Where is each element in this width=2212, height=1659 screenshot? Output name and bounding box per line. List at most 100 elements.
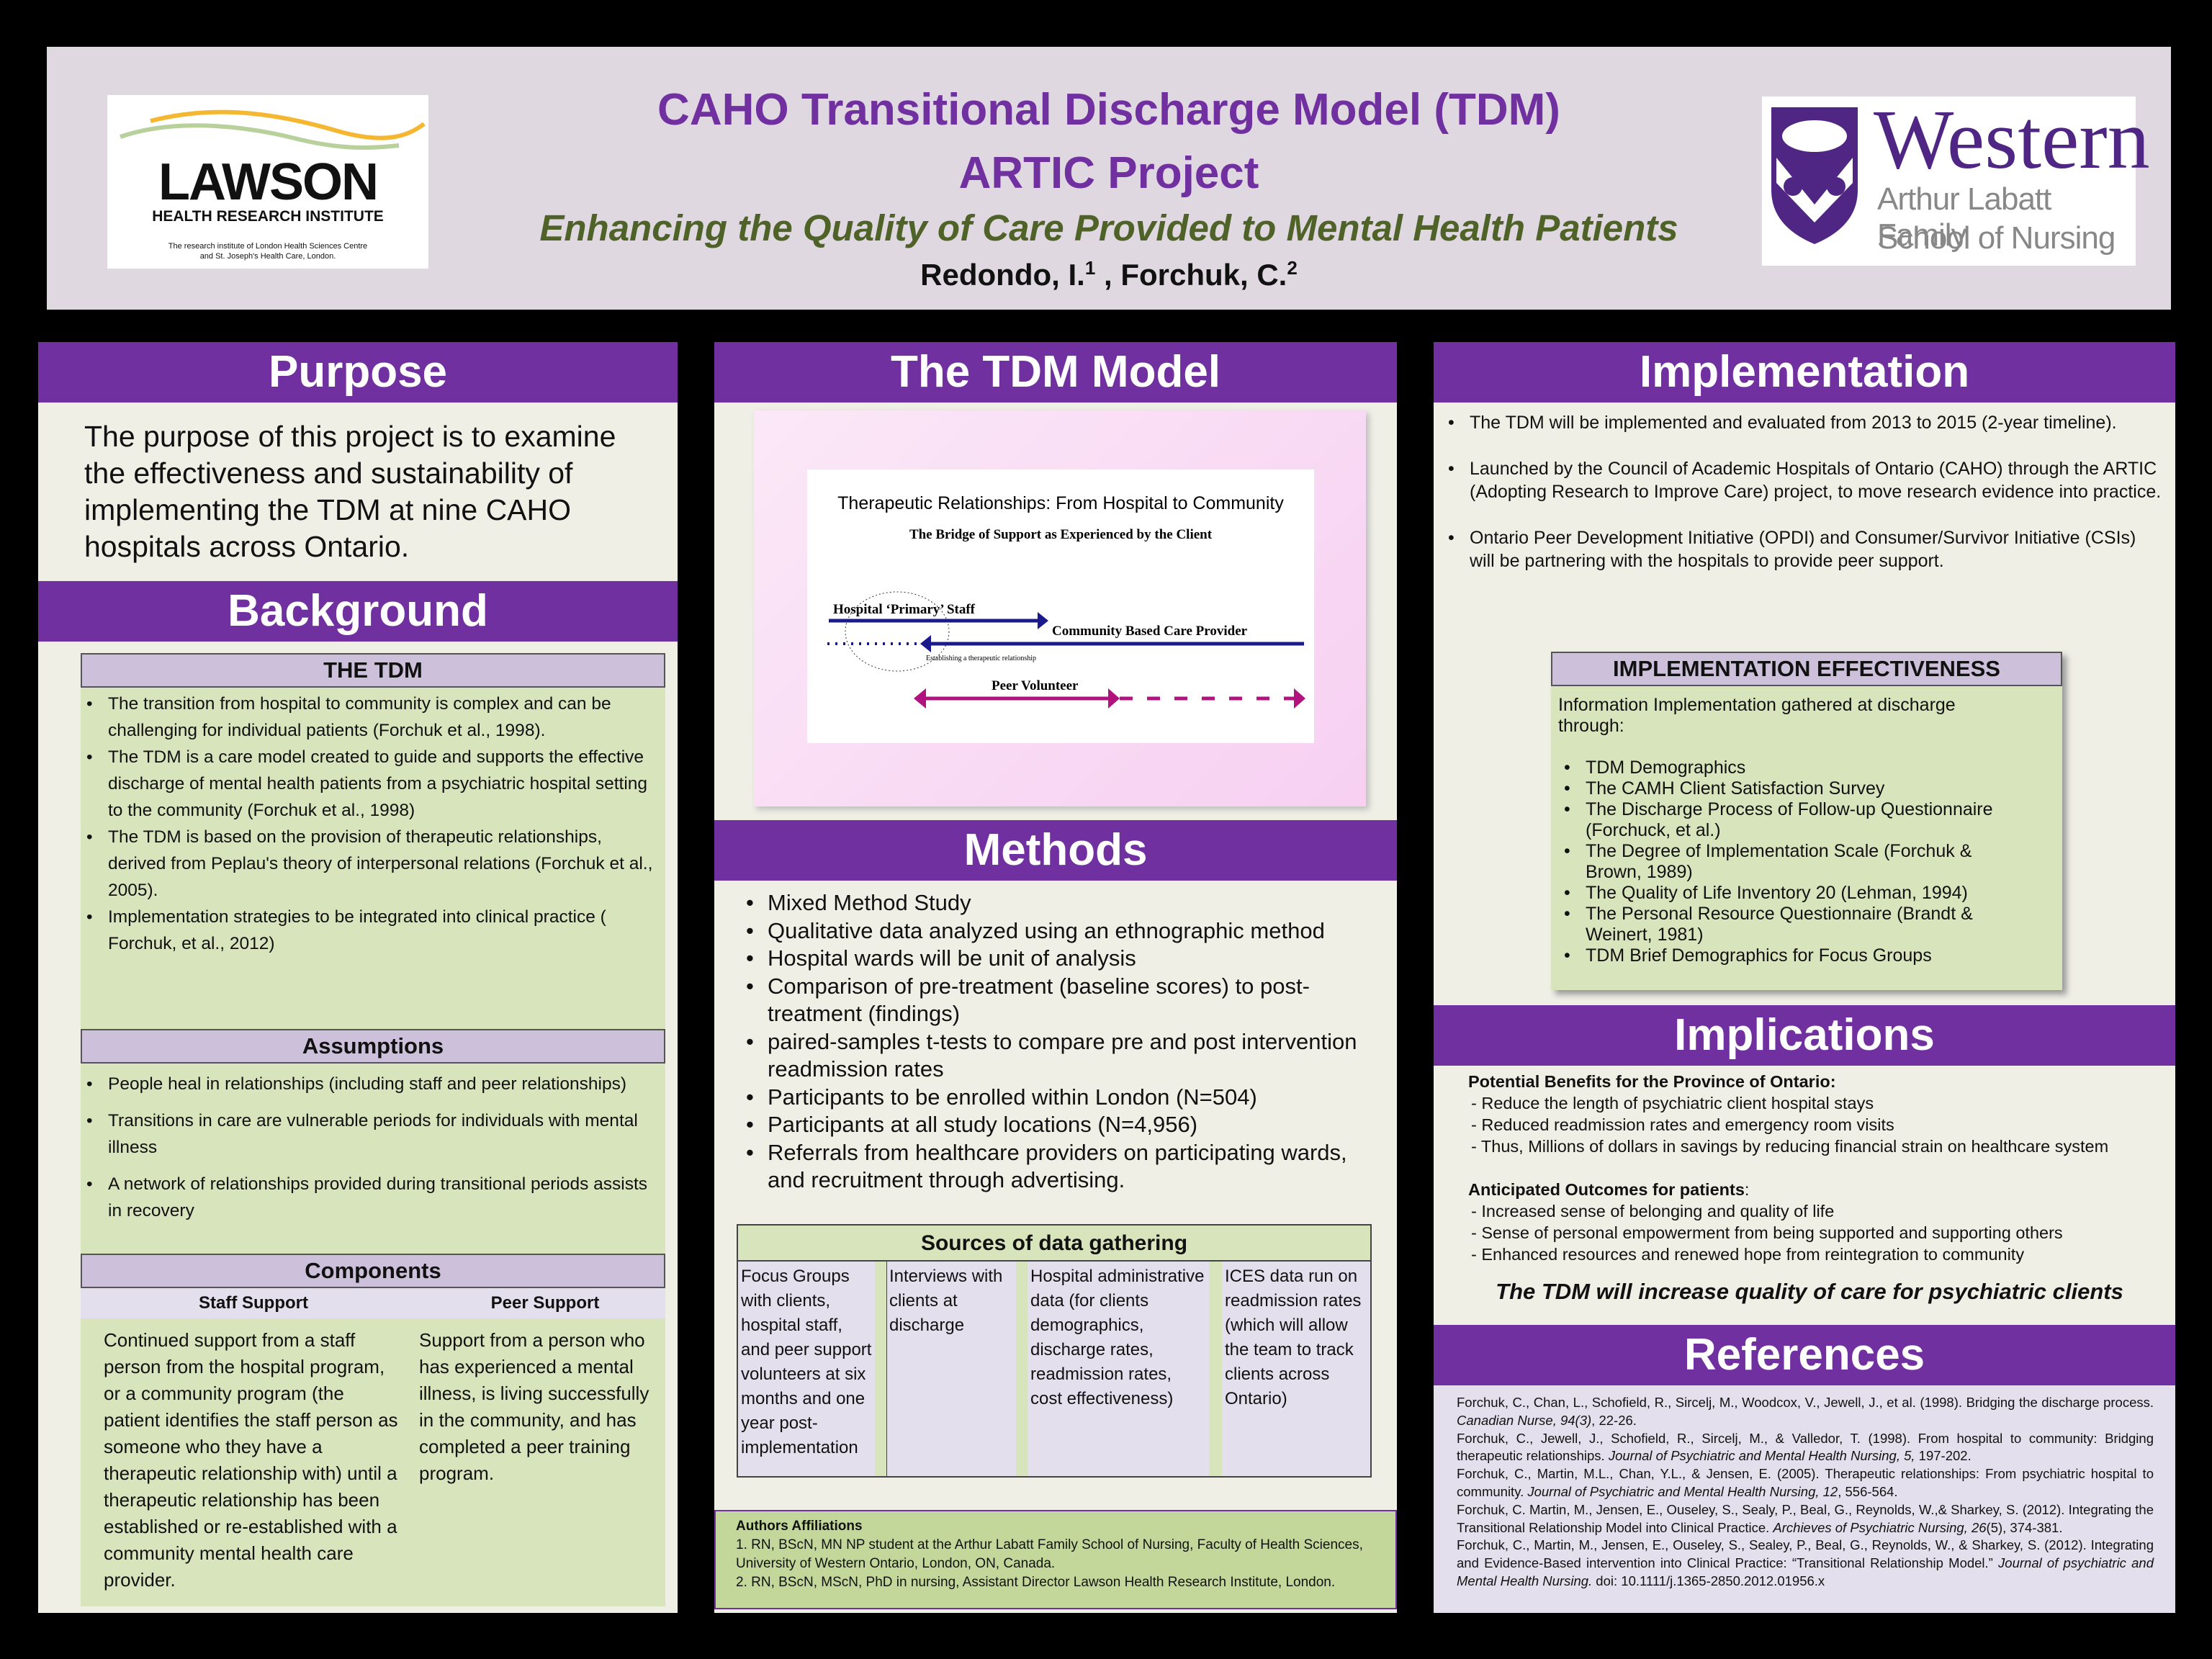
assumptions-list-item: Transitions in care are vulnerable perio… [81, 1107, 658, 1161]
reference-item: Forchuk, C. Martin, M., Jensen, E., Ouse… [1457, 1501, 2154, 1537]
methods-list-item: Qualitative data analyzed using an ethno… [740, 917, 1374, 945]
methods-list-item: Referrals from healthcare providers on p… [740, 1139, 1374, 1195]
source-focus-groups: Focus Groups with clients, hospital staf… [738, 1262, 886, 1476]
hospital-arrowhead-icon [1038, 612, 1048, 629]
effectiveness-list-item: The Personal Resource Questionnaire (Bra… [1558, 904, 2026, 945]
reference-item: Forchuk, C., Jewell, J., Schofield, R., … [1457, 1430, 2154, 1466]
authors: Redondo, I.1 , Forchuk, C.2 [47, 257, 2171, 292]
benefit-item: - Reduce the length of psychiatric clien… [1471, 1094, 1874, 1112]
implications-conclusion: The TDM will increase quality of care fo… [1496, 1279, 2123, 1304]
effectiveness-list-item: The CAMH Client Satisfaction Survey [1558, 778, 2026, 799]
reference-part: Journal of psychiatric and Mental Health… [1457, 1555, 2154, 1588]
poster-subtitle: Enhancing the Quality of Care Provided t… [539, 207, 1678, 248]
tdm-diagram: Therapeutic Relationships: From Hospital… [807, 469, 1314, 743]
affiliation-1: 1. RN, BScN, MN NP student at the Arthur… [736, 1537, 1363, 1571]
poster-header: LAWSON HEALTH RESEARCH INSTITUTE The res… [47, 47, 2171, 310]
effectiveness-list-item: The Degree of Implementation Scale (Forc… [1558, 841, 2026, 883]
effectiveness-heading: IMPLEMENTATION EFFECTIVENESS [1551, 652, 2062, 686]
references-heading: References [1434, 1325, 2175, 1385]
community-arrowhead-icon [920, 635, 931, 652]
peer-arrowhead-mid-icon [1108, 688, 1120, 709]
western-logo: Western Arthur Labatt Family School of N… [1762, 96, 2150, 266]
implementation-list: The TDM will be implemented and evaluate… [1442, 411, 2162, 572]
author-2-sup: 2 [1287, 257, 1298, 279]
outcomes-colon: : [1744, 1180, 1750, 1199]
reference-part: Journal of Psychiatric and Mental Health… [1608, 1448, 1915, 1464]
lawson-wave-icon [120, 109, 426, 150]
western-line-1: Arthur Labatt Family [1877, 181, 2051, 253]
source-ices-data: ICES data run on readmission rates (whic… [1225, 1267, 1362, 1408]
outcome-item: - Increased sense of belonging and quali… [1471, 1202, 1835, 1220]
methods-list-item: Mixed Method Study [740, 889, 1374, 917]
source-interviews: Interviews with clients at discharge [886, 1262, 1028, 1476]
outcomes-heading: Anticipated Outcomes for patients [1468, 1180, 1745, 1199]
column-right: Implementation The TDM will be implement… [1434, 342, 2175, 1613]
effectiveness-intro: Information Implementation gathered at d… [1558, 695, 1956, 736]
reference-part: Forchuk, C., Chan, L., Schofield, R., Si… [1457, 1395, 2154, 1410]
tdm-list-item: Implementation strategies to be integrat… [81, 904, 658, 957]
tdm-model-heading: The TDM Model [714, 342, 1397, 403]
tdm-list-item: The TDM is a care model created to guide… [81, 744, 658, 824]
outcomes-heading-row: Anticipated Outcomes for patients: [1449, 1179, 2170, 1200]
diagram-subtitle: The Bridge of Support as Experienced by … [909, 527, 1213, 542]
components-subheading: Components [81, 1254, 665, 1288]
peer-support-text: Support from a person who has experience… [419, 1329, 649, 1484]
poster-title: CAHO Transitional Discharge Model (TDM) [657, 85, 1560, 135]
sources-heading: Sources of data gathering [738, 1226, 1370, 1262]
references-list: Forchuk, C., Chan, L., Schofield, R., Si… [1434, 1385, 2175, 1613]
sources-row: Focus Groups with clients, hospital staf… [738, 1262, 1370, 1476]
assumptions-list-item: People heal in relationships (including … [81, 1071, 658, 1097]
diagram-establishing-label: Establishing a therapeutic relationship [926, 655, 1036, 662]
benefit-item: - Thus, Millions of dollars in savings b… [1471, 1137, 2109, 1156]
background-body: THE TDM The transition from hospital to … [81, 653, 665, 1606]
column-left: Purpose The purpose of this project is t… [38, 342, 678, 1613]
effectiveness-list-item: The Discharge Process of Follow-up Quest… [1558, 799, 2026, 841]
effectiveness-list-item: TDM Demographics [1558, 757, 2026, 778]
effectiveness-list-item: TDM Brief Demographics for Focus Groups [1558, 945, 2026, 966]
implementation-heading: Implementation [1434, 342, 2175, 403]
implications-body: Potential Benefits for the Province of O… [1449, 1071, 2170, 1303]
tdm-list-item: The TDM is based on the provision of the… [81, 824, 658, 904]
staff-support-text: Continued support from a staff person fr… [104, 1329, 398, 1591]
reference-part: 197-202. [1915, 1448, 1972, 1464]
sources-table: Sources of data gathering Focus Groups w… [737, 1224, 1372, 1478]
poster-title-line2: ARTIC Project [958, 148, 1259, 198]
effectiveness-list: TDM DemographicsThe CAMH Client Satisfac… [1558, 757, 2026, 966]
implementation-list-item: Launched by the Council of Academic Hosp… [1442, 457, 2162, 503]
staff-support-heading: Staff Support [199, 1293, 308, 1313]
reference-part: Canadian Nurse, 94(3) [1457, 1412, 1592, 1428]
source-hospital-data: Hospital administrative data (for client… [1028, 1262, 1222, 1476]
diagram-title: Therapeutic Relationships: From Hospital… [837, 493, 1284, 513]
reference-part: , 22-26. [1591, 1412, 1637, 1428]
background-heading: Background [38, 581, 678, 642]
methods-heading: Methods [714, 820, 1397, 881]
effectiveness-body: Information Implementation gathered at d… [1551, 686, 2062, 990]
methods-list-item: Comparison of pre-treatment (baseline sc… [740, 973, 1374, 1028]
lawson-tagline-1: The research institute of London Health … [168, 242, 368, 251]
western-shield-icon [1771, 107, 1858, 244]
outcomes-list: - Increased sense of belonging and quali… [1449, 1200, 2170, 1265]
benefits-list: - Reduce the length of psychiatric clien… [1449, 1092, 2170, 1157]
reference-part: (5), 374-381. [1986, 1519, 2063, 1535]
author-1: Redondo, I. [920, 258, 1085, 292]
author-sep: , [1095, 258, 1121, 292]
peer-arrowhead-left-icon [914, 688, 926, 709]
methods-list-item: Participants at all study locations (N=4… [740, 1111, 1374, 1139]
implementation-list-item: Ontario Peer Development Initiative (OPD… [1442, 526, 2162, 572]
effectiveness-box: IMPLEMENTATION EFFECTIVENESS Information… [1551, 652, 2062, 990]
methods-list-item: Participants to be enrolled within Londo… [740, 1084, 1374, 1112]
purpose-heading: Purpose [38, 342, 678, 403]
reference-part: doi: 10.1111/j.1365-2850.2012.01956.x [1592, 1573, 1825, 1588]
affiliation-2: 2. RN, BScN, MScN, PhD in nursing, Assis… [736, 1575, 1336, 1590]
reference-part: Forchuk, C., Martin, M., Jensen, E., Ous… [1457, 1537, 2154, 1571]
lawson-line: HEALTH RESEARCH INSTITUTE [152, 208, 384, 225]
peer-support-heading: Peer Support [490, 1293, 600, 1313]
author-1-sup: 1 [1084, 257, 1096, 279]
reference-part: Journal of Psychiatric and Mental Health… [1527, 1483, 1838, 1499]
column-middle: The TDM Model Therapeutic Relationships:… [714, 342, 1397, 1613]
reference-part: Forchuk, C. Martin, M., Jensen, E., Ouse… [1457, 1501, 2154, 1535]
tdm-list-item: The transition from hospital to communit… [81, 691, 658, 744]
assumptions-list-item: A network of relationships provided duri… [81, 1171, 658, 1224]
reference-item: Forchuk, C., Chan, L., Schofield, R., Si… [1457, 1394, 2154, 1430]
diagram-hospital-label: Hospital ‘Primary’ Staff [833, 602, 976, 617]
